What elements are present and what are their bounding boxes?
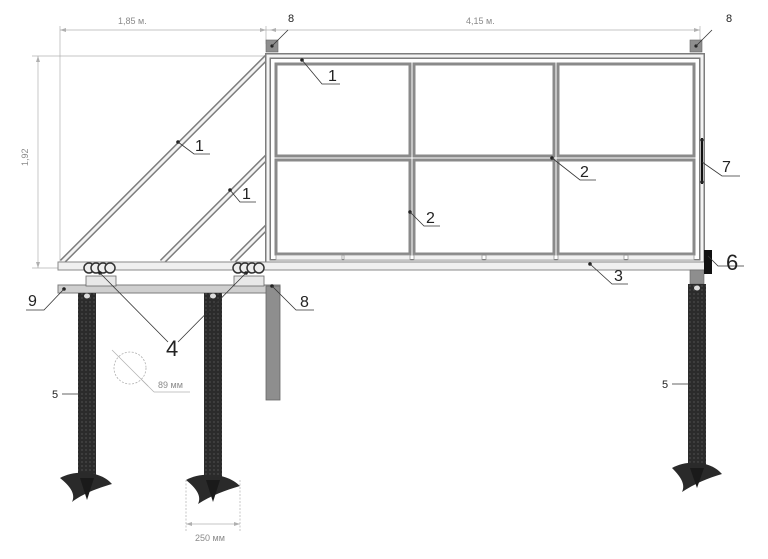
gate-frame — [57, 53, 707, 271]
roller-carriage-left — [83, 262, 117, 287]
callout-8-top-left: 8 — [288, 13, 294, 25]
callout-5-right: 5 — [662, 379, 668, 391]
roller-carriage-right — [232, 262, 265, 287]
callout-leaders — [26, 29, 744, 395]
dim-arrow — [60, 28, 66, 32]
pile-shaft — [204, 293, 222, 477]
callout-7: 7 — [722, 159, 731, 176]
panel — [412, 158, 556, 256]
pile-shaft — [688, 284, 706, 466]
pile-section-detail — [111, 349, 190, 393]
screw-pile-left — [60, 293, 112, 502]
dim-arrow — [270, 28, 276, 32]
callout-9: 9 — [28, 293, 37, 310]
pile-diameter-label: 89 мм — [158, 380, 183, 390]
dim-arrow — [36, 56, 40, 62]
dim-arrow — [36, 262, 40, 268]
panel — [556, 158, 696, 256]
callout-8-post: 8 — [300, 294, 309, 311]
end-catcher — [704, 250, 712, 274]
bottom-strip — [275, 254, 695, 261]
leaf-panels — [274, 62, 696, 256]
panel — [274, 158, 412, 256]
callout-2-lower: 2 — [426, 210, 435, 227]
callout-8-top-right: 8 — [726, 13, 732, 25]
catcher-bracket — [689, 269, 705, 285]
dim-arrow — [694, 28, 700, 32]
panel — [556, 62, 696, 158]
screw-pile-middle — [186, 293, 240, 504]
callout-1-diagonal: 1 — [195, 138, 204, 155]
callout-2-upper: 2 — [580, 164, 589, 181]
blade-width-dimension — [185, 480, 241, 532]
guide-beam — [57, 261, 707, 271]
gate-post — [265, 285, 281, 401]
callout-6: 6 — [726, 250, 738, 275]
pile-shaft — [78, 293, 96, 477]
dim-arrow — [260, 28, 266, 32]
callout-3: 3 — [614, 268, 623, 285]
callout-1-top: 1 — [328, 68, 337, 85]
dim-top-right-label: 4,15 м. — [466, 16, 495, 26]
callout-5-left: 5 — [52, 389, 58, 401]
blade-width-label: 250 мм — [195, 533, 225, 543]
dim-top-left-label: 1,85 м. — [118, 16, 147, 26]
pile-section-circle — [113, 351, 147, 385]
panel — [274, 62, 412, 158]
panel — [412, 62, 556, 158]
dim-height-label: 1,92 — [20, 148, 30, 166]
callout-1-middle: 1 — [242, 186, 251, 203]
dimension-lines — [32, 26, 701, 269]
screw-pile-right — [672, 284, 722, 492]
callout-4: 4 — [166, 336, 178, 361]
